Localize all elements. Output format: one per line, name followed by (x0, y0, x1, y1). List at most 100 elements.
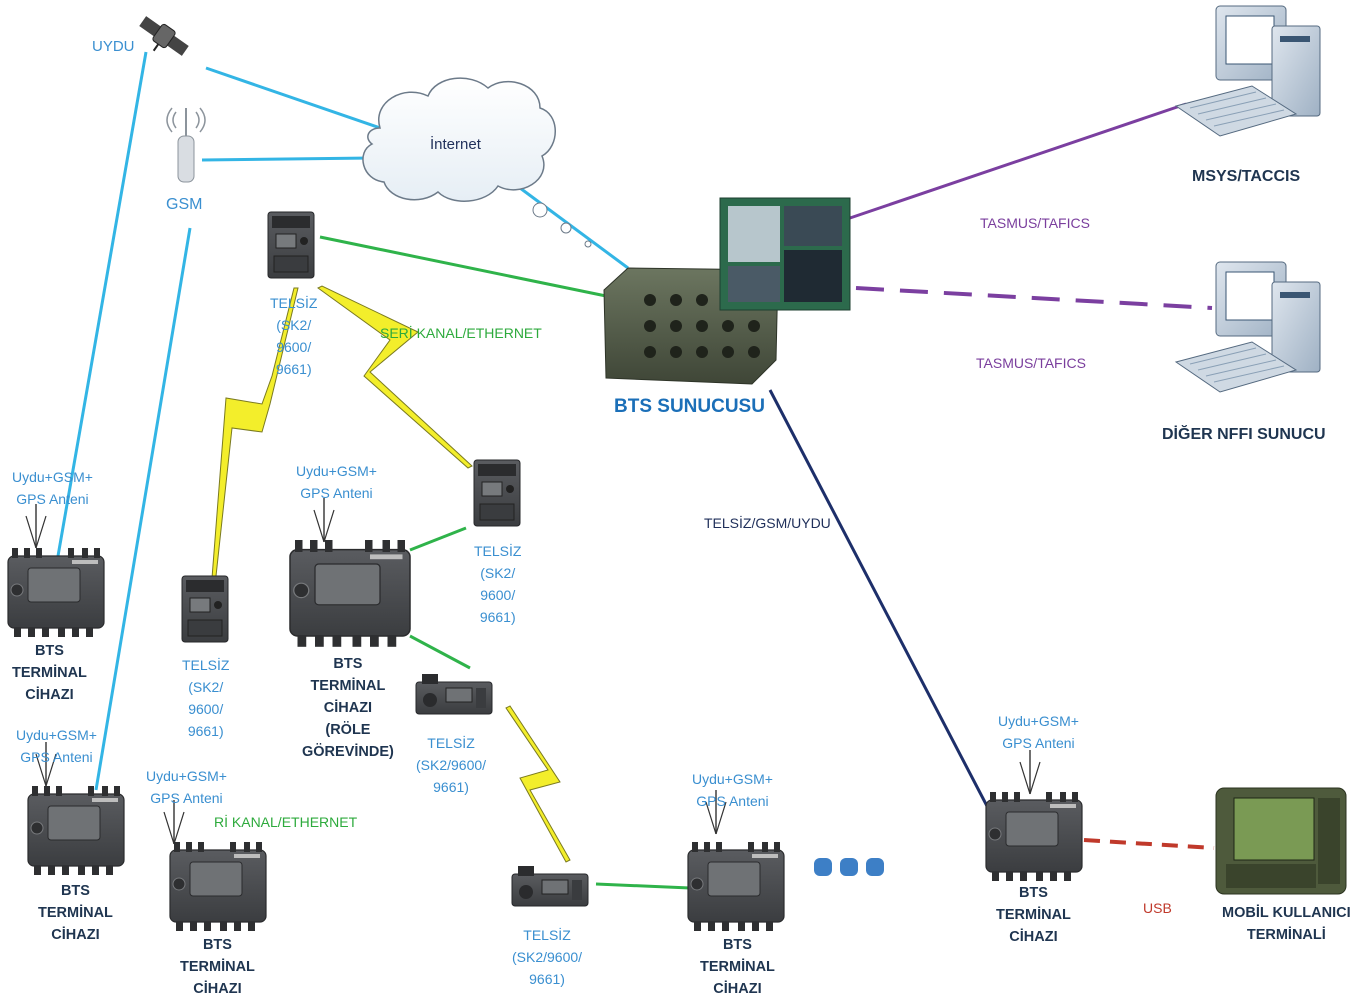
antenna-icon (25, 503, 47, 549)
line: BTS (333, 656, 363, 672)
seri-kanal-partial-label: Rİ KANAL/ETHERNET (214, 814, 358, 830)
internet-links (56, 51, 629, 791)
line: CİHAZI (1009, 929, 1058, 945)
telsiz-mid-label: TELSİZ (SK2/9600/ 9661) (416, 732, 486, 798)
satellite-icon (139, 16, 189, 56)
line: TERMİNAL (180, 959, 255, 975)
telsiz-bottom-label: TELSİZ (SK2/9600/ 9661) (512, 924, 582, 990)
line: CİHAZI (51, 927, 100, 943)
radio-right-icon (473, 459, 521, 527)
line: CİHAZI (193, 981, 242, 997)
antenna-icon (313, 497, 335, 543)
antenna-label-6: Uydu+GSM+ GPS Anteni (998, 710, 1079, 754)
radio-bottom-icon (511, 865, 589, 907)
terminal-relay-label: BTS TERMİNAL CİHAZI (RÖLE GÖREVİNDE) (302, 653, 394, 763)
mobile-terminal-icon (1215, 787, 1347, 895)
terminal-label-3: BTS TERMİNAL CİHAZI (180, 934, 255, 1000)
usb-label: USB (1143, 900, 1172, 916)
line: (SK2/ (276, 317, 312, 333)
antenna-label-4: Uydu+GSM+ GPS Anteni (296, 460, 377, 504)
line: GPS Anteni (300, 485, 373, 501)
bts-terminal-relay-icon (289, 539, 411, 648)
line: TERMİNAL (38, 905, 113, 921)
antenna-icon (1019, 749, 1041, 795)
line: TELSİZ (474, 543, 522, 559)
line: Uydu+GSM+ (296, 463, 377, 479)
msys-pc-icon (1175, 5, 1321, 137)
bts-server-label: BTS SUNUCUSU (614, 396, 765, 417)
line: TERMİNAL (996, 907, 1071, 923)
antenna-label-3: Uydu+GSM+ GPS Anteni (146, 765, 227, 809)
line: GPS Anteni (696, 793, 769, 809)
line: TERMİNAL (700, 959, 775, 975)
line: TERMİNAL (12, 665, 87, 681)
line: CİHAZI (25, 687, 74, 703)
line: (SK2/9600/ (512, 949, 583, 965)
line: Uydu+GSM+ (692, 771, 773, 787)
antenna-label-2: Uydu+GSM+ GPS Anteni (16, 724, 97, 768)
internet-cloud (362, 77, 592, 248)
line: BTS (202, 937, 232, 953)
telsiz-gsm-uydu-link (768, 389, 990, 809)
line: GPS Anteni (150, 790, 223, 806)
radio-top-icon (267, 211, 315, 279)
more-dots (814, 858, 884, 876)
line: TELSİZ (523, 927, 571, 943)
terminal-label-1: BTS TERMİNAL CİHAZI (12, 640, 87, 706)
diger-nffi-label: DİĞER NFFI SUNUCU (1162, 426, 1326, 443)
bts-terminal-3-icon (169, 841, 267, 932)
telsiz-top-label: TELSİZ (SK2/ 9600/ 9661) (270, 292, 317, 380)
seri-kanal-label: SERİ KANAL/ETHERNET (380, 325, 542, 341)
line: 9661) (187, 723, 224, 739)
line: Uydu+GSM+ (12, 469, 93, 485)
server-links (849, 102, 1213, 310)
line: (RÖLE (325, 722, 371, 738)
line: 9661) (529, 971, 565, 987)
telsiz-right-label: TELSİZ (SK2/ 9600/ 9661) (474, 540, 521, 628)
line: 9600/ (276, 339, 312, 355)
bts-terminal-2-icon (27, 785, 125, 876)
line: TELSİZ (427, 735, 475, 751)
line: BTS (34, 643, 64, 659)
line: 9661) (275, 361, 312, 377)
nffi-pc-icon (1175, 261, 1321, 393)
line: 9600/ (480, 587, 516, 603)
msys-label: MSYS/TACCIS (1192, 168, 1301, 185)
line: Uydu+GSM+ (146, 768, 227, 784)
terminal-label-6: BTS TERMİNAL CİHAZI (996, 882, 1071, 948)
command-display-icon (719, 197, 851, 311)
line: Uydu+GSM+ (16, 727, 97, 743)
line: (SK2/ (480, 565, 516, 581)
line: BTS (1018, 885, 1048, 901)
bts-terminal-5-icon (687, 841, 785, 932)
line: BTS (60, 883, 90, 899)
antenna-label-1: Uydu+GSM+ GPS Anteni (12, 466, 93, 510)
line: GPS Anteni (1002, 735, 1075, 751)
tasmus-label-2: TASMUS/TAFICS (976, 355, 1086, 371)
terminal-label-2: BTS TERMİNAL CİHAZI (38, 880, 113, 946)
radio-left-icon (181, 575, 229, 643)
line: GÖREVİNDE) (302, 744, 394, 760)
line: BTS (722, 937, 752, 953)
gsm-tower-icon (166, 107, 206, 183)
tasmus-label-1: TASMUS/TAFICS (980, 215, 1090, 231)
line: 9661) (433, 779, 469, 795)
radio-mid-icon (415, 673, 493, 715)
antenna-label-5: Uydu+GSM+ GPS Anteni (692, 768, 773, 812)
line: (SK2/ (188, 679, 224, 695)
line: GPS Anteni (20, 749, 93, 765)
line: CİHAZI (323, 700, 373, 716)
usb-link (1083, 838, 1215, 850)
mobile-line-2: TERMİNALİ (1246, 927, 1326, 943)
mobile-line-1: MOBİL KULLANICI (1222, 905, 1351, 921)
internet-label: İnternet (430, 136, 481, 153)
line: Uydu+GSM+ (998, 713, 1079, 729)
bts-terminal-1-icon (7, 547, 105, 638)
line: (SK2/9600/ (416, 757, 487, 773)
line: 9600/ (188, 701, 224, 717)
line: CİHAZI (713, 981, 762, 997)
gsm-label: GSM (166, 196, 203, 213)
line: 9661) (479, 609, 516, 625)
bts-terminal-6-icon (985, 791, 1083, 882)
